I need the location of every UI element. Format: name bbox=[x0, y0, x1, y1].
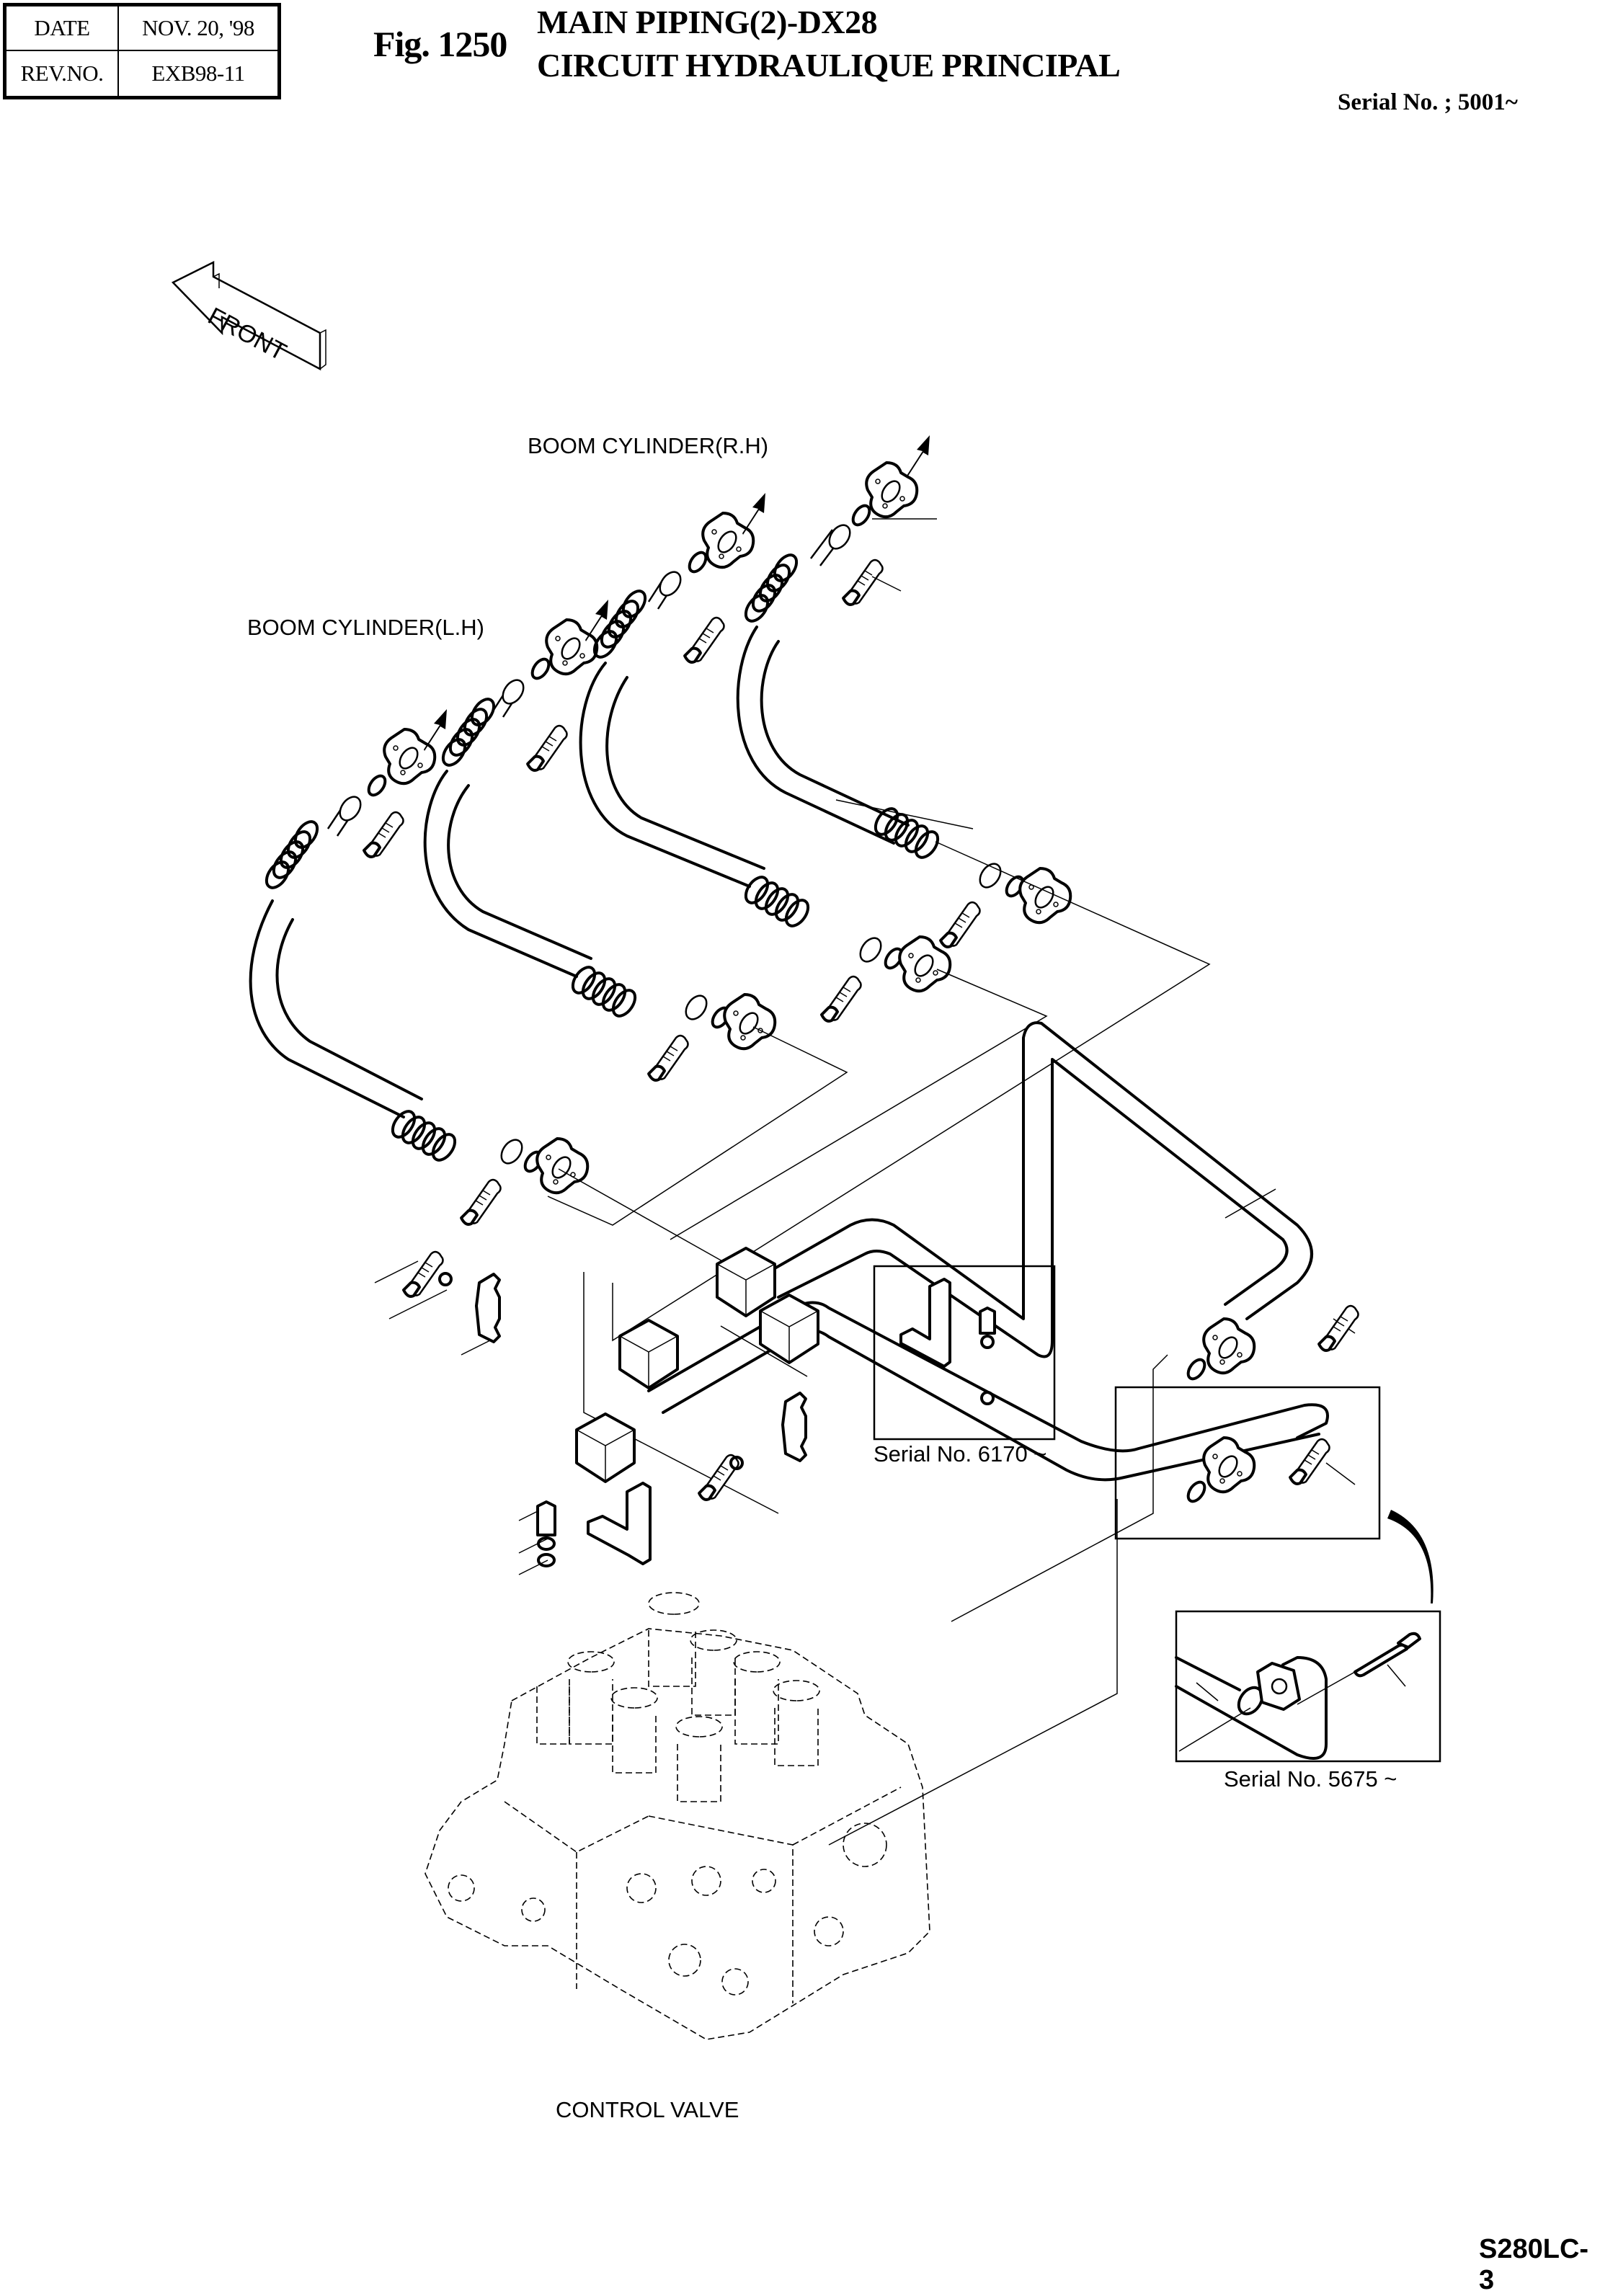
model-code: S280LC-3 bbox=[1479, 2234, 1589, 2295]
clamp-parts bbox=[402, 1250, 996, 1567]
page-title: MAIN PIPING(2)-DX28 bbox=[537, 4, 878, 40]
serial-5675-highlight-box bbox=[1114, 1386, 1381, 1540]
page-title-french: CIRCUIT HYDRAULIQUE PRINCIPAL bbox=[537, 47, 1121, 84]
serial-5675-label: Serial No. 5675 ~ bbox=[1224, 1766, 1397, 1792]
serial-6170-label: Serial No. 6170 ~ bbox=[874, 1441, 1047, 1467]
rev-value: EXB98-11 bbox=[151, 61, 245, 86]
hose-assembly-1 bbox=[249, 709, 590, 1226]
serial-5675-detail bbox=[1175, 1610, 1441, 1763]
hose-assembly-2 bbox=[423, 600, 777, 1082]
date-value: NOV. 20, '98 bbox=[119, 6, 277, 51]
figure-number: Fig. 1250 bbox=[373, 24, 507, 64]
date-label: DATE bbox=[6, 6, 119, 51]
rev-label: REV.NO. bbox=[6, 51, 119, 96]
hose-assembly-4 bbox=[736, 435, 1072, 948]
control-valve bbox=[425, 1592, 930, 2040]
steel-pipe-set bbox=[575, 1021, 1329, 1483]
boom-cylinder-lh-label: BOOM CYLINDER(L.H) bbox=[247, 615, 484, 640]
front-direction-arrow: FRONT bbox=[171, 260, 326, 371]
serial-range: Serial No. ; 5001~ bbox=[1338, 89, 1518, 115]
revision-info-box: DATE NOV. 20, '98 REV.NO. EXB98-11 bbox=[3, 3, 281, 99]
pipe-end-flanges bbox=[1183, 1304, 1360, 1506]
serial-6170-detail-box bbox=[873, 1265, 1056, 1441]
hose-assembly-3 bbox=[579, 493, 952, 1023]
hose-ferrule bbox=[260, 816, 324, 894]
boom-cylinder-rh-label: BOOM CYLINDER(R.H) bbox=[528, 433, 769, 458]
control-valve-label: CONTROL VALVE bbox=[556, 2097, 739, 2122]
detail-pointer-arrow bbox=[1387, 1510, 1434, 1603]
